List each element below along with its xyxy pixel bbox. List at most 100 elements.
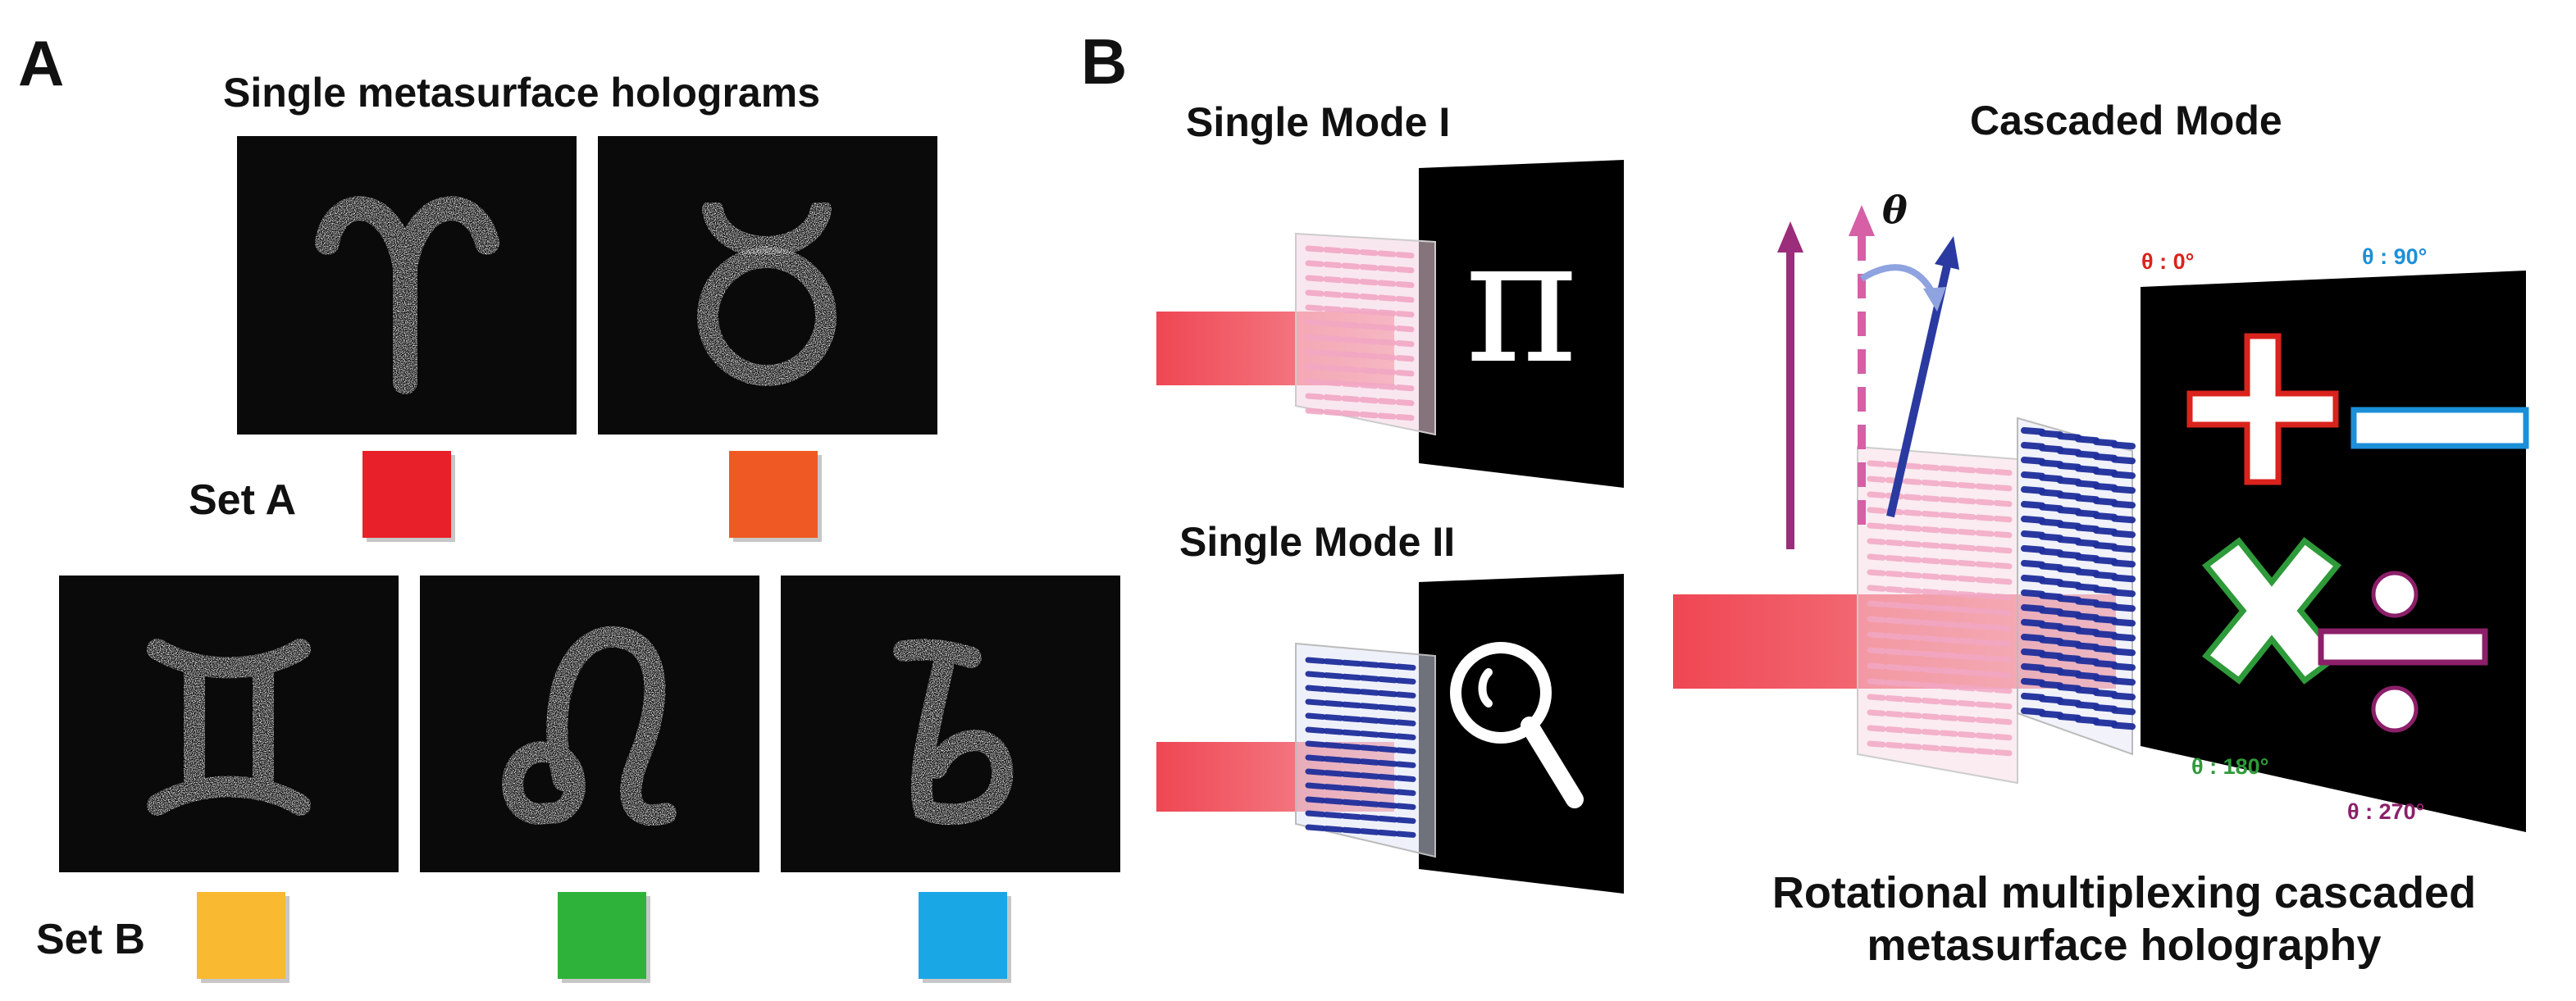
nanopillar (1867, 616, 1886, 623)
nanopillar (1939, 730, 1958, 737)
nanopillar (2111, 471, 2136, 480)
nanopillar (1377, 759, 1398, 767)
nanopillar (1903, 494, 1922, 501)
nanopillar (1975, 607, 1995, 615)
nanopillar (1867, 491, 1886, 498)
nanopillar (1305, 378, 1324, 385)
nanopillar (1993, 734, 2013, 741)
nanopillar (2021, 648, 2045, 657)
nanopillar (1341, 687, 1362, 695)
nanopillar (1305, 671, 1326, 678)
nanopillar (1305, 319, 1324, 326)
nanopillar (1975, 514, 1995, 521)
nanopillar (2039, 430, 2063, 439)
nanopillar (1341, 395, 1361, 403)
nanopillar (2039, 607, 2063, 616)
nanopillar (1359, 786, 1380, 794)
nanopillar (1395, 296, 1415, 303)
nanopillar (1359, 293, 1379, 301)
angle-label-180: θ : 180° (2191, 754, 2269, 779)
nanopillar (1305, 768, 1326, 776)
nanopillar (2057, 713, 2081, 721)
nanopillar (2039, 459, 2063, 468)
nanopillar (1377, 787, 1398, 795)
caption-line-2: metasurface holography (1867, 920, 2382, 970)
nanopillar (1305, 334, 1324, 341)
caption-line-1: Rotational multiplexing cascaded (1771, 868, 2477, 917)
nanopillar (2021, 471, 2045, 480)
nanopillar (2039, 489, 2063, 498)
nanopillar (1993, 594, 2013, 601)
nanopillar (2039, 651, 2063, 660)
nanopillar (1957, 747, 1976, 754)
nanopillar (2021, 442, 2045, 450)
nanopillar (2111, 544, 2136, 553)
nanopillar (1885, 602, 1904, 609)
nanopillar (2093, 630, 2118, 639)
nanopillar (1903, 587, 1922, 594)
nanopillar (2075, 686, 2100, 695)
nanopillar (1993, 547, 2013, 554)
nanopillar (2039, 518, 2063, 527)
nanopillar (1957, 669, 1976, 676)
nanopillar (1377, 324, 1397, 331)
nanopillar (1395, 803, 1416, 810)
nanopillar (1395, 761, 1416, 768)
rotation-arc (1859, 264, 1937, 297)
nanopillar (1377, 250, 1397, 257)
nanopillar (1975, 717, 1995, 724)
nanopillar (2111, 662, 2136, 671)
nanopillar (1341, 785, 1362, 793)
nanopillar (1921, 542, 1940, 549)
nanopillar (1377, 703, 1398, 712)
nanopillar (1867, 647, 1886, 654)
nanopillar (2111, 441, 2136, 450)
nanopillar (1957, 513, 1976, 521)
nanopillar (1377, 689, 1398, 698)
nanopillar (2075, 612, 2100, 621)
nanopillar (1305, 685, 1326, 692)
nanopillar (1921, 480, 1940, 487)
nanopillar (1323, 798, 1344, 805)
taurus-icon (697, 199, 837, 386)
nanopillar (1903, 618, 1922, 626)
nanopillar (1305, 304, 1324, 312)
nanopillar (1975, 639, 1995, 646)
aries-icon (315, 196, 499, 394)
nanopillar (1993, 625, 2013, 632)
capricorn-icon (893, 639, 1014, 826)
nanopillar (2075, 657, 2100, 666)
nanopillar (2057, 669, 2081, 677)
nanopillar (1395, 325, 1415, 333)
nanopillar (2111, 530, 2136, 539)
nanopillar (1939, 652, 1958, 659)
nanopillar (2039, 444, 2063, 453)
nanopillar (2093, 512, 2118, 521)
swatch-set-b-1 (197, 892, 285, 979)
single-mode-2-diagram (1156, 574, 1624, 894)
nanopillar (1939, 605, 1958, 612)
nanopillar (1921, 511, 1940, 518)
nanopillar (1305, 824, 1326, 831)
nanopillar (1305, 657, 1326, 664)
nanopillar (2111, 603, 2136, 612)
nanopillar (2057, 477, 2081, 485)
nanopillar (1975, 748, 1995, 755)
nanopillar (2039, 503, 2063, 512)
nanopillar (1323, 756, 1344, 763)
nanopillar (1975, 623, 1995, 630)
nanopillar (2039, 680, 2063, 689)
nanopillar (2093, 483, 2118, 491)
nanopillar (1359, 828, 1380, 835)
nanopillar (1975, 654, 1995, 662)
cascaded-mode-diagram: θ (1673, 188, 2529, 832)
nanopillar (1921, 729, 1940, 736)
nanopillar (1341, 366, 1361, 373)
nanopillar (2039, 621, 2063, 630)
nanopillar (2021, 575, 2045, 583)
nanopillar (1359, 661, 1380, 668)
nanopillar (1939, 698, 1958, 706)
nanopillar (2093, 704, 2118, 712)
nanopillar (2057, 625, 2081, 633)
nanopillar (1921, 557, 1940, 565)
